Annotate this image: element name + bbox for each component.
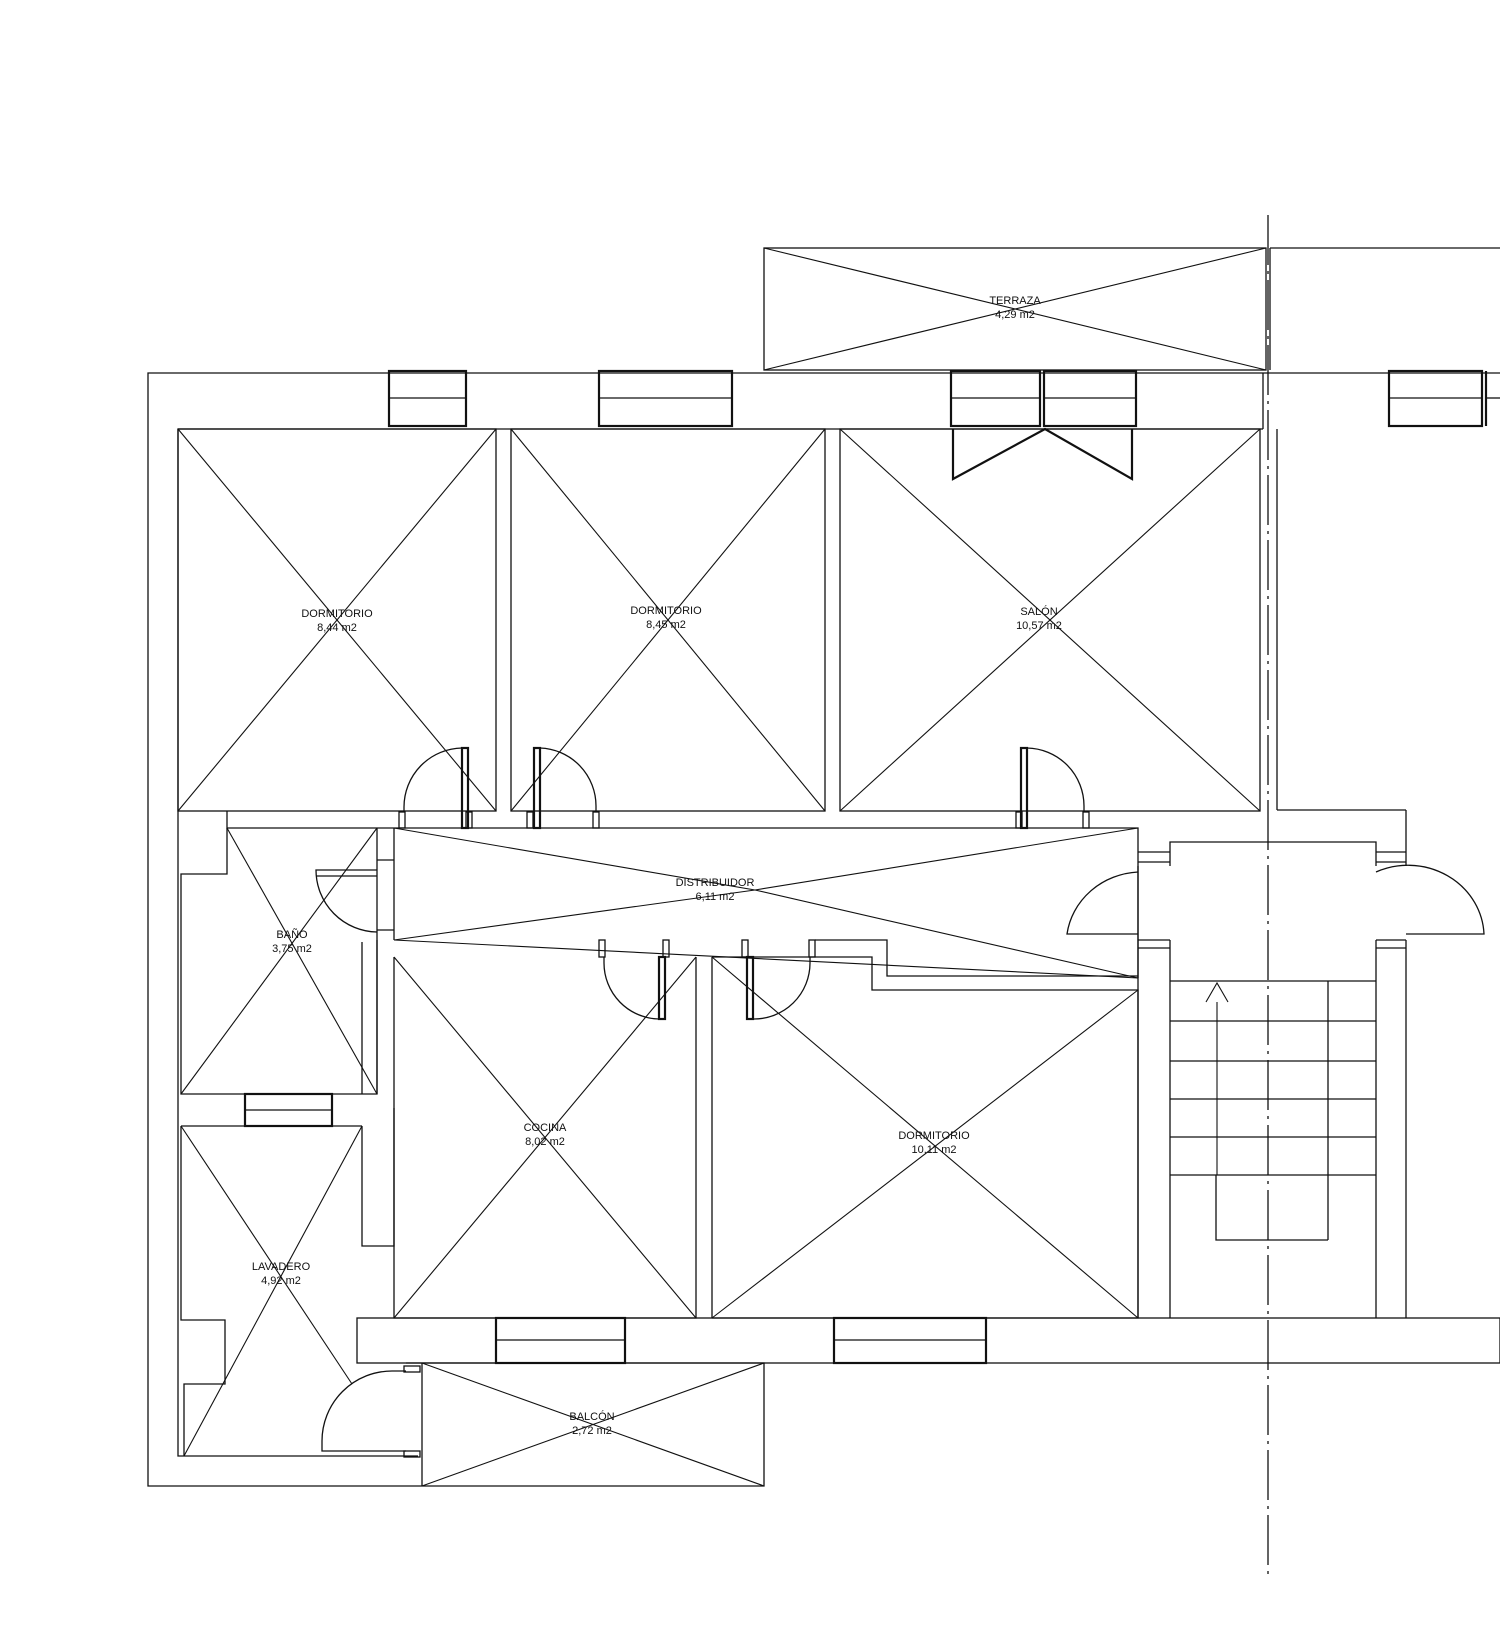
room-label-dormitorio-3: DORMITORIO xyxy=(898,1130,970,1142)
room-label-terraza: TERRAZA xyxy=(989,295,1041,307)
room-labels: TERRAZA 4,29 m2 DORMITORIO 8,44 m2 DORMI… xyxy=(252,295,1062,1437)
north-windows xyxy=(387,369,1500,481)
room-area-bano: 3,75 m2 xyxy=(272,943,312,955)
balcon-outline xyxy=(406,1362,765,1487)
room-area-cocina: 8,02 m2 xyxy=(525,1136,565,1148)
room-area-distribuidor: 6,11 m2 xyxy=(696,891,735,903)
room-label-bano: BAÑO xyxy=(276,928,308,941)
dormitorio-2-outline xyxy=(510,428,826,812)
room-area-dormitorio-1: 8,44 m2 xyxy=(317,622,357,634)
dormitorio-1-outline xyxy=(177,428,497,812)
terraza-outline xyxy=(763,247,1500,371)
room-area-balcon: 2,72 m2 xyxy=(572,1425,612,1437)
outer-walls xyxy=(147,372,1500,1487)
room-label-salon: SALÓN xyxy=(1020,605,1057,618)
room-label-cocina: COCINA xyxy=(524,1122,567,1134)
south-wall xyxy=(356,1316,1500,1365)
room-area-dormitorio-2: 8,45 m2 xyxy=(646,619,686,631)
stair-core xyxy=(1137,841,1407,1318)
room-area-salon: 10,57 m2 xyxy=(1016,620,1062,632)
salon-outline xyxy=(839,428,1261,812)
room-area-terraza: 4,29 m2 xyxy=(995,309,1035,321)
room-area-dormitorio-3: 10,11 m2 xyxy=(911,1144,956,1156)
distribuidor-outline xyxy=(226,811,1139,979)
dormitorio-3-outline xyxy=(711,939,1139,1319)
room-label-distribuidor: DISTRIBUIDOR xyxy=(676,877,755,889)
room-label-lavadero: LAVADERO xyxy=(252,1261,311,1273)
room-area-lavadero: 4,92 m2 xyxy=(261,1275,301,1287)
room-label-balcon: BALCÓN xyxy=(569,1410,614,1423)
room-label-dormitorio-2: DORMITORIO xyxy=(630,605,702,617)
lavadero-outline xyxy=(180,1092,395,1457)
room-label-dormitorio-1: DORMITORIO xyxy=(301,608,373,620)
doors xyxy=(315,746,1485,1458)
bano-outline xyxy=(180,827,394,1095)
